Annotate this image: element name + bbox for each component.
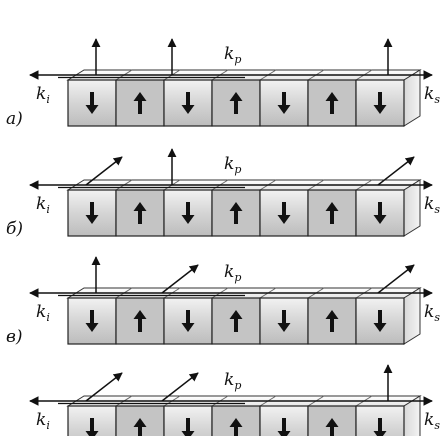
excitation-arrow-diagonal <box>161 264 199 294</box>
spin-up-arrow <box>133 202 147 224</box>
label-k-i: ki <box>36 302 50 324</box>
spin-down-arrow <box>181 202 195 224</box>
spin-cell-up <box>115 79 165 127</box>
label-k-p: kp <box>224 370 241 392</box>
spin-cell-down <box>259 297 309 345</box>
label-k-s: ks <box>424 302 440 324</box>
spin-down-arrow <box>181 310 195 332</box>
label-k-i: ki <box>36 194 50 216</box>
spin-down-arrow <box>373 418 387 436</box>
spin-cell-down <box>67 297 117 345</box>
spin-up-arrow <box>325 418 339 436</box>
chain-side-face <box>403 179 421 237</box>
spin-cell-up <box>307 189 357 237</box>
label-k-i: ki <box>36 84 50 106</box>
spin-cell-down <box>355 405 405 436</box>
spin-up-arrow <box>229 92 243 114</box>
label-k-p: kp <box>224 44 241 66</box>
spin-cell-up <box>307 297 357 345</box>
spin-down-arrow <box>373 202 387 224</box>
spin-cell-down <box>259 79 309 127</box>
spin-cell-up <box>115 189 165 237</box>
panel-letter: а) <box>6 109 23 129</box>
spin-up-arrow <box>229 202 243 224</box>
spin-cell-down <box>67 79 117 127</box>
spin-up-arrow <box>133 418 147 436</box>
spin-down-arrow <box>277 202 291 224</box>
spin-up-arrow <box>325 202 339 224</box>
spin-up-arrow <box>133 310 147 332</box>
spin-down-arrow <box>373 310 387 332</box>
spin-cell-down <box>163 79 213 127</box>
label-k-i: ki <box>36 410 50 432</box>
label-k-p: kp <box>224 154 241 176</box>
spin-cell-up <box>307 79 357 127</box>
spin-cell-up <box>307 405 357 436</box>
spin-cell-down <box>355 297 405 345</box>
spin-down-arrow <box>277 418 291 436</box>
spin-cell-down <box>163 405 213 436</box>
label-k-s: ks <box>424 84 440 106</box>
spin-down-arrow <box>85 92 99 114</box>
spin-up-arrow <box>133 92 147 114</box>
panel-letter: б) <box>6 219 23 239</box>
spin-cell-down <box>67 189 117 237</box>
excitation-arrow-diagonal <box>377 156 415 186</box>
spin-down-arrow <box>181 418 195 436</box>
chain-side-face <box>403 69 421 127</box>
spin-down-arrow <box>85 202 99 224</box>
panel-v: kp ki ks в) <box>6 256 440 347</box>
spin-cell-up <box>115 405 165 436</box>
label-k-s: ks <box>424 410 440 432</box>
spin-down-arrow <box>373 92 387 114</box>
spin-cell-up <box>211 405 261 436</box>
spin-cell-down <box>355 189 405 237</box>
spin-cell-up <box>211 79 261 127</box>
excitation-arrow-diagonal <box>161 372 199 402</box>
label-k-p: kp <box>224 262 241 284</box>
spin-cell-up <box>115 297 165 345</box>
panel-g: kpkiksг) <box>6 364 440 436</box>
spin-cell-down <box>259 189 309 237</box>
spin-up-arrow <box>229 418 243 436</box>
spin-cell-up <box>211 189 261 237</box>
excitation-arrow-diagonal <box>377 264 415 294</box>
spin-up-arrow <box>325 310 339 332</box>
chain-side-face <box>403 287 421 345</box>
spin-down-arrow <box>181 92 195 114</box>
spin-cell-up <box>211 297 261 345</box>
label-k-s: ks <box>424 194 440 216</box>
spin-down-arrow <box>277 92 291 114</box>
spin-cell-down <box>259 405 309 436</box>
spin-down-arrow <box>85 418 99 436</box>
panel-letter: в) <box>6 327 23 347</box>
spin-cell-down <box>163 189 213 237</box>
spin-cell-down <box>67 405 117 436</box>
spin-cell-down <box>355 79 405 127</box>
spin-up-arrow <box>229 310 243 332</box>
spin-cell-down <box>163 297 213 345</box>
spin-down-arrow <box>277 310 291 332</box>
excitation-arrow-diagonal <box>85 156 123 186</box>
spin-up-arrow <box>325 92 339 114</box>
spin-down-arrow <box>85 310 99 332</box>
panel-b: kp ki ks б) <box>6 148 440 239</box>
excitation-arrow-diagonal <box>85 372 123 402</box>
panel-a: kp ki ks а) <box>6 38 440 129</box>
